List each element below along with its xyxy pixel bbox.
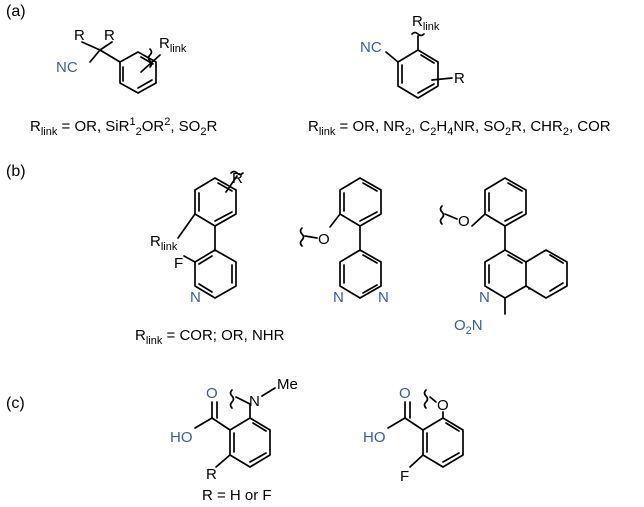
- panel-a-right-molecule: Rlink NC R: [360, 13, 465, 99]
- r-label: R: [232, 170, 243, 187]
- r-label-1: R: [74, 27, 85, 44]
- panel-b-molecule-1-caption: Rlink = COR; OR, NHR: [135, 327, 285, 347]
- panel-c-molecule-1: O HO N Me R: [170, 376, 298, 483]
- fluorine-label: F: [400, 468, 409, 485]
- panel-c-molecule-1-caption: R = H or F: [202, 487, 272, 504]
- oxygen-label: O: [458, 213, 470, 230]
- panel-b-molecule-3: O N O2N: [439, 177, 568, 337]
- oxygen-label: O: [206, 385, 218, 402]
- nitrogen-label: N: [249, 393, 260, 410]
- nitrogen-label-1: N: [333, 289, 344, 306]
- r-label-2: R: [104, 27, 115, 44]
- rlink-label: Rlink: [412, 13, 440, 33]
- nitro-group-label: O2N: [454, 317, 483, 337]
- r-label: R: [206, 466, 217, 483]
- panel-c-molecule-2: O HO O F: [363, 385, 464, 485]
- oxygen-label: O: [318, 231, 330, 248]
- panel-a-right-caption: Rlink = OR, NR2, C2H4NR, SO2R, CHR2, COR: [308, 118, 611, 138]
- panel-b-molecule-1: R Rlink F N: [150, 170, 244, 306]
- oxygen-label: O: [399, 385, 411, 402]
- methyl-label: Me: [277, 376, 298, 393]
- panel-c-label: (c): [6, 395, 25, 412]
- panel-a-left-molecule: R R NC Rlink: [56, 27, 187, 94]
- panel-a-left-caption: Rlink = OR, SiR12OR2, SO2R: [30, 116, 217, 138]
- nitrogen-label: N: [190, 289, 201, 306]
- panel-a-label: (a): [6, 3, 26, 20]
- nitrogen-label-2: N: [378, 289, 389, 306]
- fluorine-label: F: [174, 255, 183, 272]
- panel-b-label: (b): [6, 163, 26, 180]
- rlink-label: Rlink: [150, 233, 178, 253]
- r-label: R: [454, 70, 465, 87]
- nitrogen-label: N: [479, 289, 490, 306]
- nitrile-label: NC: [360, 39, 382, 56]
- nitrile-label: NC: [56, 59, 78, 76]
- hydroxyl-label: HO: [363, 429, 386, 446]
- hydroxyl-label: HO: [170, 429, 193, 446]
- rlink-label: Rlink: [159, 35, 187, 55]
- panel-b-molecule-2: O N N: [299, 177, 389, 306]
- ether-oxygen-label: O: [437, 397, 449, 414]
